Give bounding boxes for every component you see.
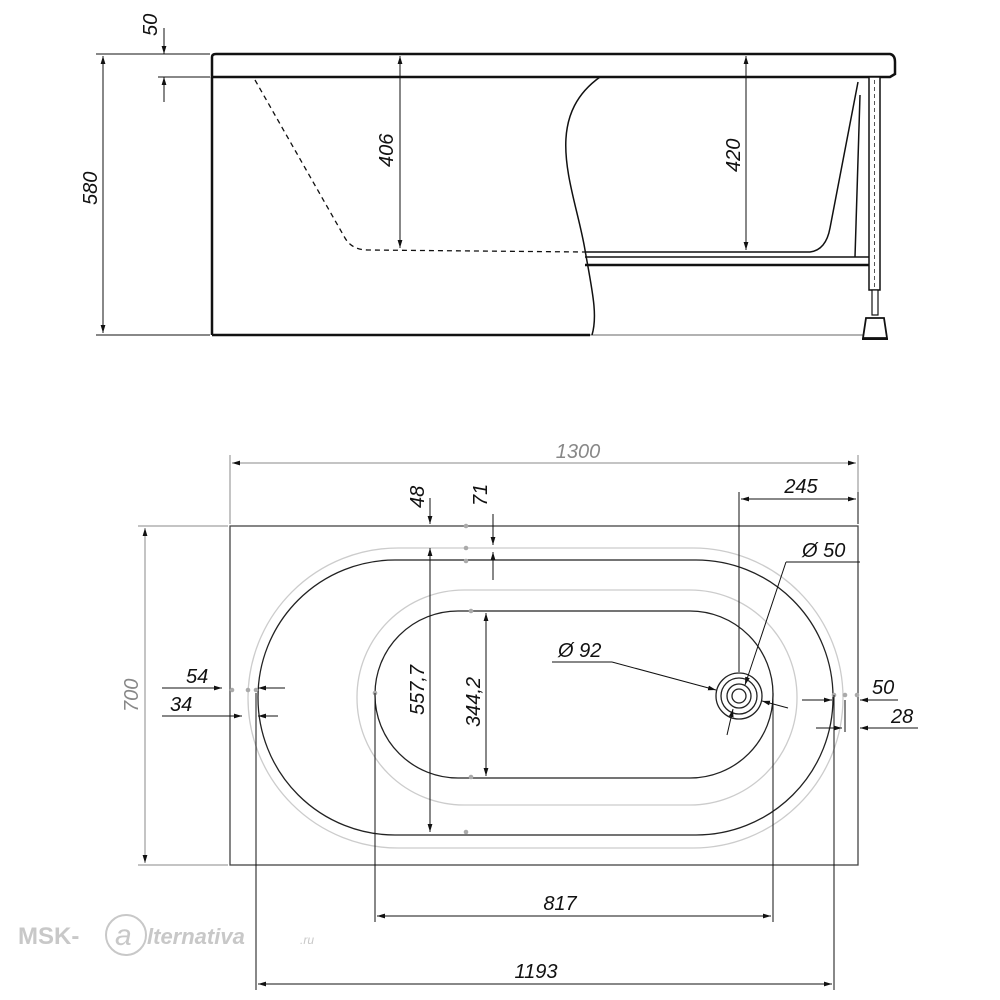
dim-drain-dia-label: Ø 50: [801, 540, 845, 562]
dim-height-label: 580: [80, 172, 102, 205]
top-reference-dots: [229, 523, 860, 835]
dim-left-34-label: 34: [170, 694, 192, 716]
dim-rim-top-label: 48: [407, 486, 429, 508]
top-view: 1300 700 48 71 557,7 344,2 245 Ø 50: [121, 441, 918, 990]
dim-length-label: 1300: [556, 441, 601, 463]
side-hidden-contour: [254, 79, 586, 253]
side-rim: [210, 52, 897, 79]
dim-depth-left-label: 406: [376, 133, 398, 167]
dim-rim-label: 50: [140, 14, 162, 36]
dim-right-28-label: 28: [890, 706, 913, 728]
dim-inner-width-label: 557,7: [407, 664, 429, 715]
side-cut-curve: [565, 76, 601, 336]
dim-depth-right-label: 420: [723, 139, 745, 172]
watermark-prefix: MSK-: [18, 923, 79, 950]
side-inner-right: [585, 81, 859, 253]
dim-left-54-label: 54: [186, 666, 208, 688]
top-bottom-outline: [374, 610, 774, 779]
watermark-tld: .ru: [300, 933, 314, 947]
watermark-at-ring: [105, 914, 147, 956]
side-frame-diag: [854, 94, 861, 258]
side-view: 50 580 406 420: [80, 14, 897, 340]
top-inner-outline-3: [356, 589, 798, 806]
dim-bottom-length-label: 817: [543, 893, 577, 915]
dim-inner-length-label: 1193: [514, 961, 557, 983]
drain-icon: [715, 672, 763, 720]
watermark-suffix: lternativa: [147, 924, 245, 949]
dim-bottom-width-label: 344,2: [463, 677, 485, 727]
dim-outlet-dia-label: Ø 92: [557, 640, 601, 662]
top-inner-outline-1: [247, 547, 844, 849]
dim-width-label: 700: [121, 679, 143, 712]
dim-inner-offset-label: 71: [470, 484, 492, 506]
top-outer-rim: [229, 525, 859, 866]
top-inner-outline-2: [257, 559, 834, 836]
dim-right-50-label: 50: [872, 677, 894, 699]
dim-drain-offset-label: 245: [783, 476, 818, 498]
side-leg-screw: [871, 289, 879, 316]
watermark-logo: MSK- a lternativa .ru: [18, 914, 314, 956]
watermark-at: a: [115, 919, 132, 952]
side-leg-foot: [861, 317, 889, 339]
